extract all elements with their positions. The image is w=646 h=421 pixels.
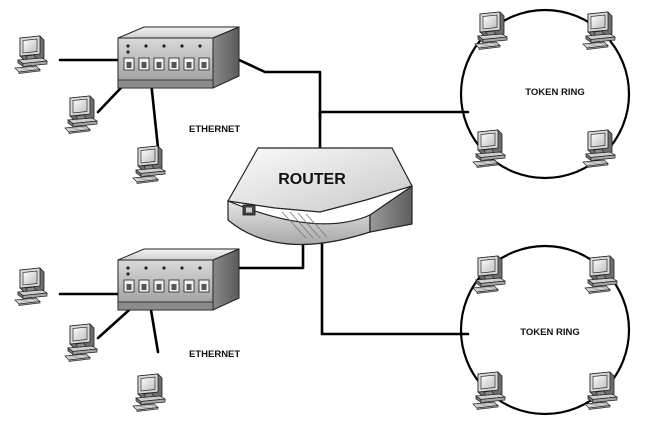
workstation-icon (472, 129, 506, 168)
router-side-face (369, 184, 413, 233)
workstation-icon (14, 267, 48, 306)
token-ring-bottom-label: TOKEN RING (520, 327, 579, 338)
workstation-icon (132, 373, 166, 412)
workstation-icon (14, 35, 48, 74)
cable-router-token-ring-top (318, 110, 470, 120)
workstation-icon (64, 323, 98, 362)
workstation-icon (584, 255, 618, 294)
router: ROUTER (227, 147, 413, 246)
router-vents (281, 211, 328, 239)
workstation-icon (472, 255, 506, 294)
token-ring-top-label: TOKEN RING (525, 87, 584, 98)
workstation-icon (582, 11, 616, 50)
workstation-icon (582, 129, 616, 168)
router-top-face (227, 147, 413, 213)
workstation-icon (584, 371, 618, 410)
ethernet-hub-bottom-icon (117, 248, 240, 311)
ethernet-bottom-label: ETHERNET (189, 349, 240, 360)
ethernet-hub-top (117, 26, 240, 89)
token-ring-top-loop (459, 8, 631, 180)
ethernet-hub-bottom (117, 248, 240, 311)
router-label: ROUTER (278, 171, 346, 188)
cable-pc-ethernet-bottom-3 (148, 302, 160, 354)
workstation-icon (64, 95, 98, 134)
workstation-icon (132, 145, 166, 184)
ethernet-hub-top-icon (117, 26, 240, 89)
ethernet-top-label: ETHERNET (189, 124, 240, 135)
token-ring-bottom-loop (459, 244, 631, 416)
workstation-icon (472, 371, 506, 410)
workstation-icon (474, 11, 508, 50)
cable-router-token-ring-bottom (320, 234, 470, 336)
